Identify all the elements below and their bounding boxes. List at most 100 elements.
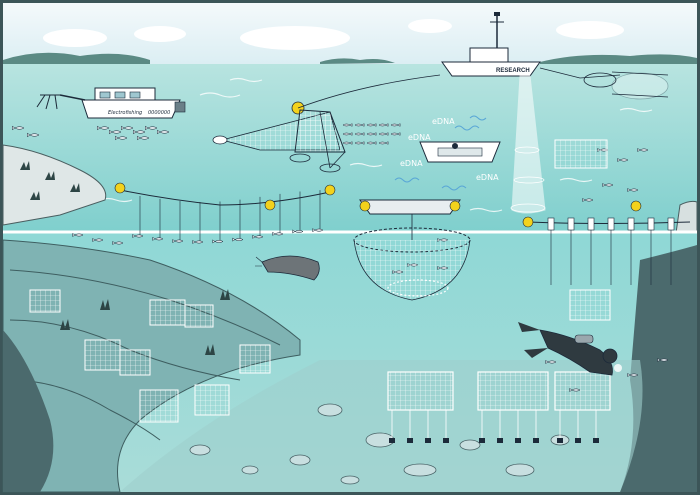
edna-label: eDNA [476,173,499,182]
net-weight [533,438,539,443]
fish [192,239,204,245]
research-vessel-name: RESEARCH [496,68,530,74]
surface-ripples [99,77,653,213]
trap-float [627,217,635,231]
fish [109,129,122,135]
fish [121,125,134,131]
fish [378,132,389,136]
cloud [134,26,186,42]
aquatic-plants [60,289,230,355]
buoy [630,200,642,212]
fish [354,132,365,136]
fish [342,123,353,127]
fish [152,236,164,241]
hook-droppers [132,190,324,245]
fish [157,129,170,135]
fish [92,237,104,243]
fish [378,141,389,145]
fish [112,240,124,246]
fish [232,237,244,242]
electrofishing-boat-number: 0000000 [148,110,170,116]
fish-school [72,232,669,393]
fish [627,187,639,193]
fish [312,228,324,233]
fish [133,129,146,135]
net-weight [407,438,413,443]
fish [12,125,25,131]
cloud [408,19,452,33]
buoy [114,182,126,194]
fish [545,359,557,365]
fish [342,132,353,136]
net-weight [575,438,581,443]
buoy [264,199,276,211]
research-vessel: RESEARCH [441,12,541,77]
fish [582,197,594,203]
net-weight [389,438,395,443]
seine-boat [359,199,461,215]
net-weight [557,438,563,443]
fish [137,135,150,141]
fish [366,123,377,127]
fish [27,132,40,138]
fish [366,141,377,145]
net-weight [497,438,503,443]
fish [272,231,284,236]
trap-net [212,74,441,173]
cloud [240,26,350,50]
fish [72,232,84,238]
rock-right [620,245,697,492]
fish-school [12,125,170,141]
hanging-traps [547,217,675,285]
rock-left [3,330,54,492]
fish [627,372,639,378]
trap-float [647,217,655,231]
fish [145,125,158,131]
distant-hills [3,52,697,66]
net-weight [443,438,449,443]
shore-plants [20,161,80,200]
trap-float [607,217,615,231]
fish [569,387,581,393]
net-weight [593,438,599,443]
fish [354,141,365,145]
buoy [522,216,534,228]
fish [115,135,128,141]
fish [252,234,264,239]
trap-float [587,217,595,231]
fish [342,141,353,145]
cloud [43,29,107,47]
fish [354,123,365,127]
fish [378,123,389,127]
fish [172,238,184,244]
cloud [556,21,624,39]
edna-label: eDNA [408,133,431,142]
trap-float [567,217,575,231]
fish [212,239,224,244]
bottom-gillnets [387,139,611,411]
buoy [324,184,336,196]
left-slope-bank [2,239,301,493]
trap-float [667,217,675,231]
electrofishing-boat: Electrofishing 0000000 [36,87,186,119]
fish [132,233,144,239]
fish [390,123,401,127]
trap-float [547,217,555,231]
fish [602,182,614,188]
catfish [255,255,320,281]
net-weight [425,438,431,443]
edna-label: eDNA [400,159,423,168]
fish [366,132,377,136]
lake-bed-stones [189,403,570,485]
fish [292,229,304,234]
net-weights [389,410,599,443]
beam-rings [510,146,546,213]
electrofishing-boat-name: Electrofishing [108,110,142,116]
edna-dna-strands [394,115,487,191]
fish [617,157,629,163]
edna-boat [419,141,501,163]
purse-seine-net [353,214,471,301]
fish [657,357,669,363]
edna-labels: eDNA eDNA eDNA eDNA [400,117,499,182]
